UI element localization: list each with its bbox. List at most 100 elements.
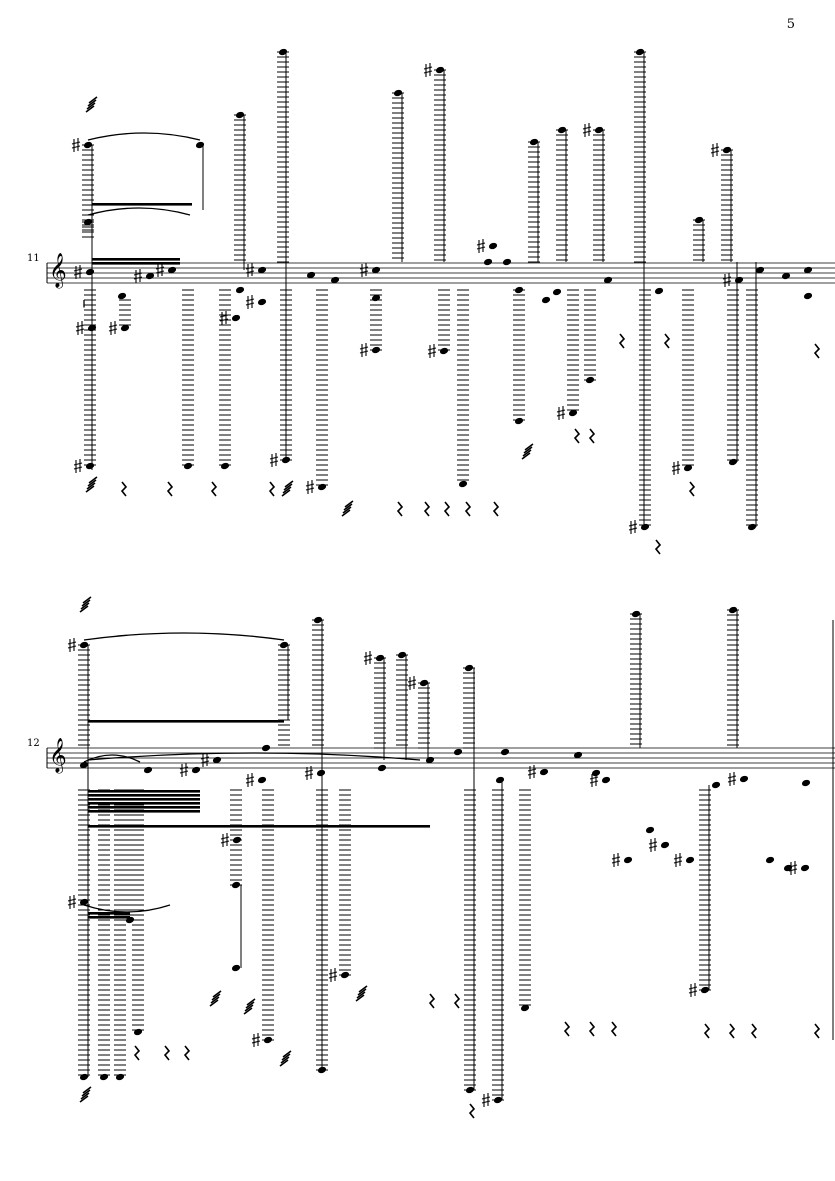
notehead bbox=[316, 769, 326, 777]
notehead bbox=[419, 679, 429, 687]
notehead bbox=[594, 126, 604, 134]
notehead bbox=[552, 288, 562, 296]
notehead bbox=[313, 616, 323, 624]
quarter-rest bbox=[423, 501, 431, 517]
notehead bbox=[502, 258, 512, 266]
sharp-sign bbox=[582, 123, 592, 137]
notehead bbox=[728, 458, 738, 466]
sharp-sign bbox=[556, 406, 566, 420]
beam bbox=[88, 790, 200, 793]
ledger-lines bbox=[584, 289, 596, 381]
sharp-sign bbox=[304, 766, 314, 780]
sharp-sign bbox=[611, 853, 621, 867]
tremolo-slash bbox=[79, 605, 89, 613]
tremolo-slash bbox=[88, 476, 98, 484]
sharp-sign bbox=[628, 520, 638, 534]
quarter-rest bbox=[663, 333, 671, 349]
staff-lines bbox=[47, 747, 835, 769]
sharp-sign bbox=[305, 480, 315, 494]
ledger-lines bbox=[746, 289, 758, 526]
tremolo-slash bbox=[210, 996, 220, 1004]
tremolo-slash bbox=[87, 479, 97, 487]
notehead bbox=[371, 346, 381, 354]
quarter-rest bbox=[688, 481, 696, 497]
ledger-lines bbox=[464, 789, 476, 1091]
notehead bbox=[231, 964, 241, 972]
tremolo-slash bbox=[81, 599, 91, 607]
tremolo-slash bbox=[356, 991, 366, 999]
tremolo-slash bbox=[358, 985, 368, 993]
notehead bbox=[393, 89, 403, 97]
quarter-rest bbox=[813, 343, 821, 359]
tremolo-slash bbox=[281, 1053, 291, 1061]
notehead bbox=[573, 751, 583, 759]
beam bbox=[88, 825, 430, 828]
quarter-rest bbox=[573, 428, 581, 444]
notehead bbox=[85, 462, 95, 470]
sharp-sign bbox=[359, 263, 369, 277]
sharp-sign bbox=[727, 772, 737, 786]
ledger-lines bbox=[519, 789, 531, 1006]
tremolo-slash bbox=[86, 482, 96, 490]
sharp-sign bbox=[73, 459, 83, 473]
tremolo-slash bbox=[282, 1050, 292, 1058]
notehead bbox=[212, 756, 222, 764]
ledger-lines bbox=[316, 289, 328, 486]
notehead bbox=[79, 1073, 89, 1081]
notehead bbox=[700, 986, 710, 994]
sharp-sign bbox=[328, 968, 338, 982]
tremolo-slash bbox=[522, 449, 532, 457]
tremolo-slash bbox=[279, 1059, 289, 1067]
tremolo-slash bbox=[209, 999, 219, 1007]
sharp-sign bbox=[245, 773, 255, 787]
notehead bbox=[117, 292, 127, 300]
treble-clef: 𝄞 bbox=[49, 253, 67, 289]
ledger-lines bbox=[727, 289, 739, 461]
tremolo-slash bbox=[87, 99, 97, 107]
notehead bbox=[261, 744, 271, 752]
tremolo-slash bbox=[86, 102, 96, 110]
sharp-sign bbox=[245, 263, 255, 277]
ledger-lines bbox=[567, 289, 579, 411]
notehead bbox=[79, 761, 89, 769]
tremolo-slash bbox=[246, 998, 256, 1006]
notehead bbox=[306, 271, 316, 279]
tie bbox=[83, 632, 285, 641]
notehead bbox=[83, 141, 93, 149]
quarter-rest bbox=[428, 993, 436, 1009]
beam bbox=[92, 203, 192, 206]
notehead bbox=[279, 641, 289, 649]
quarter-rest bbox=[163, 1045, 171, 1061]
notehead bbox=[483, 258, 493, 266]
beam bbox=[92, 258, 180, 261]
notehead bbox=[645, 826, 655, 834]
quarter-rest bbox=[588, 428, 596, 444]
quarter-rest bbox=[166, 481, 174, 497]
quarter-rest bbox=[492, 501, 500, 517]
tremolo-slash bbox=[82, 596, 92, 604]
tremolo-slash bbox=[82, 1086, 92, 1094]
tremolo-slash bbox=[80, 602, 90, 610]
staff-lines bbox=[47, 262, 835, 284]
beam bbox=[88, 720, 284, 723]
ledger-lines bbox=[492, 789, 504, 1101]
notehead bbox=[278, 48, 288, 56]
notehead bbox=[623, 856, 633, 864]
notehead bbox=[781, 272, 791, 280]
sharp-sign bbox=[71, 138, 81, 152]
notehead bbox=[99, 1073, 109, 1081]
sharp-sign bbox=[671, 461, 681, 475]
notehead bbox=[83, 218, 93, 226]
ledger-lines bbox=[463, 667, 475, 749]
quarter-rest bbox=[654, 539, 662, 555]
beam bbox=[88, 794, 200, 797]
quarter-rest bbox=[813, 1023, 821, 1039]
sharp-sign bbox=[476, 239, 486, 253]
tremolo-slash bbox=[357, 988, 367, 996]
ledger-lines bbox=[182, 289, 194, 466]
notehead bbox=[520, 1004, 530, 1012]
notehead bbox=[453, 748, 463, 756]
ledger-lines bbox=[339, 789, 351, 976]
sharp-sign bbox=[245, 295, 255, 309]
tie bbox=[87, 132, 201, 141]
